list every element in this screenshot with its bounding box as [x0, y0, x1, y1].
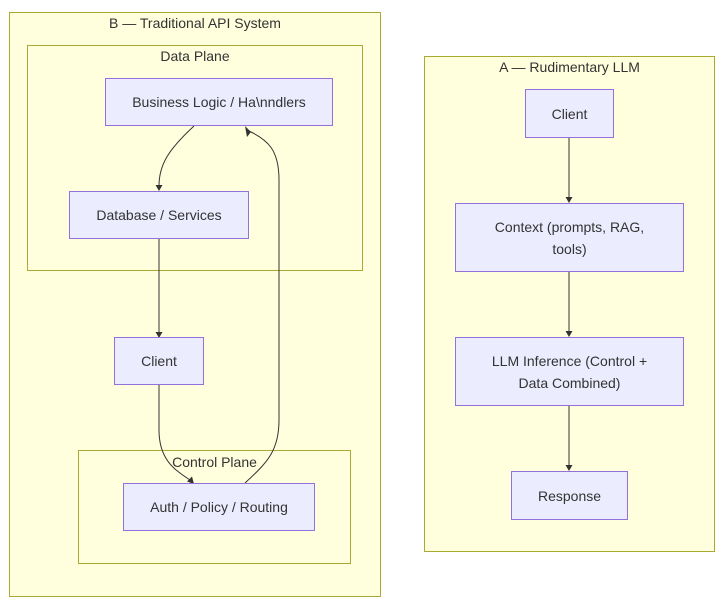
- database-services-label: Database / Services: [96, 207, 222, 223]
- client-b-node: Client: [114, 337, 204, 385]
- client-b-label: Client: [141, 353, 177, 369]
- response-label: Response: [537, 487, 602, 504]
- traditional-api-system-title: B — Traditional API System: [109, 15, 281, 31]
- client-a-node: Client: [525, 89, 614, 138]
- auth-policy-routing-label: Auth / Policy / Routing: [150, 499, 288, 515]
- llm-inference-node: LLM Inference (Control + Data Combined): [455, 337, 684, 406]
- rudimentary-llm-title: A — Rudimentary LLM: [499, 59, 640, 75]
- auth-policy-routing-node: Auth / Policy / Routing: [123, 483, 315, 531]
- llm-inference-label: LLM Inference (Control + Data Combined): [491, 352, 648, 391]
- context-label: Context (prompts, RAG, tools): [494, 218, 645, 257]
- control-plane-title: Control Plane: [172, 454, 257, 470]
- database-services-node: Database / Services: [69, 191, 249, 239]
- context-node: Context (prompts, RAG, tools): [455, 203, 684, 272]
- business-logic-node: Business Logic / Ha\nndlers: [105, 78, 333, 126]
- response-node: Response: [511, 471, 628, 520]
- data-plane-title: Data Plane: [160, 48, 230, 64]
- client-a-label: Client: [551, 105, 588, 122]
- business-logic-label: Business Logic / Ha\nndlers: [132, 94, 306, 110]
